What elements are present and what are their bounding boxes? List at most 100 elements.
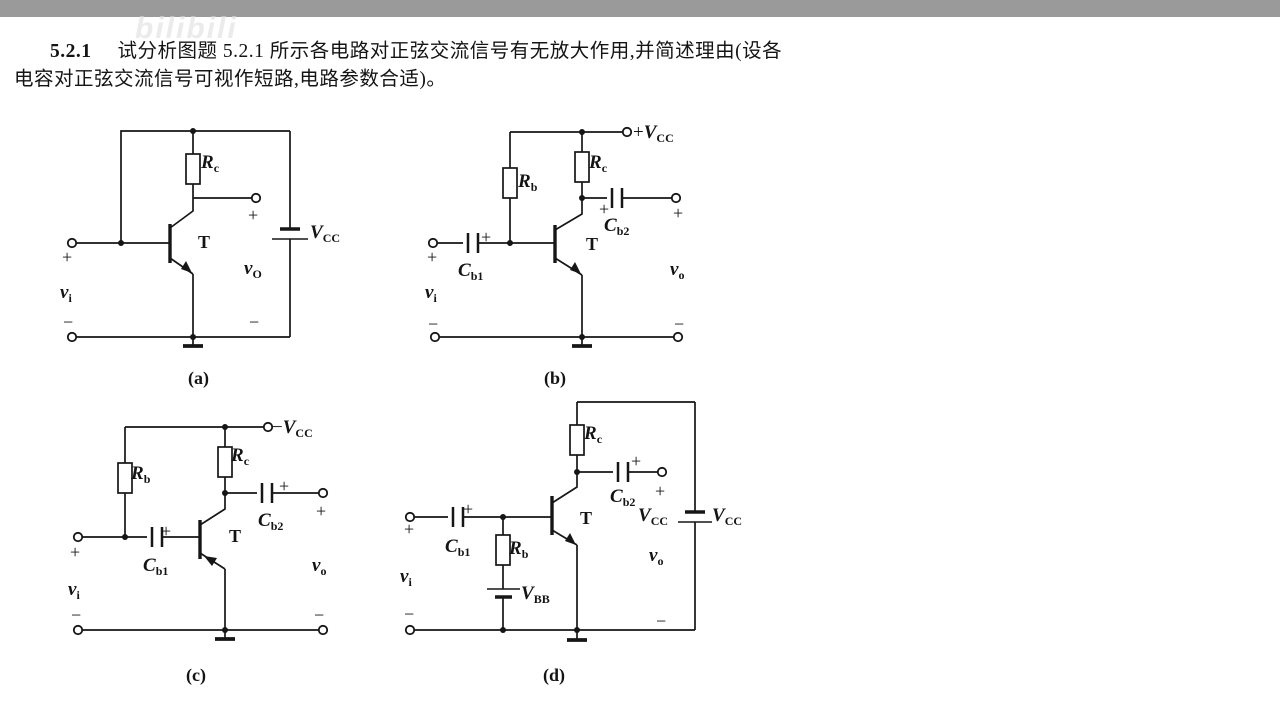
circuit-c-schematic xyxy=(72,421,329,641)
junction-dot xyxy=(122,534,128,540)
label-vo: vo xyxy=(670,259,685,282)
capacitor-cb2 xyxy=(260,483,274,503)
output-minus-sign: − xyxy=(249,312,260,332)
label-vi: vi xyxy=(60,282,72,305)
capacitor-cb1 xyxy=(150,527,164,547)
label-transistor-t: T xyxy=(580,508,593,528)
watermark: bilibili xyxy=(135,12,238,45)
input-terminal xyxy=(66,331,78,343)
label-vo: vO xyxy=(244,258,262,281)
label-plus-vcc: +VCC xyxy=(633,122,674,145)
label-transistor-t: T xyxy=(198,232,211,252)
npn-emitter-arrow-icon xyxy=(565,533,576,545)
input-terminal xyxy=(72,624,84,636)
video-letterbox-bar xyxy=(0,0,1280,17)
label-vcc-right: VCC xyxy=(712,505,743,528)
label-vi: vi xyxy=(68,579,80,602)
input-terminal xyxy=(404,511,416,523)
output-terminal xyxy=(670,192,682,204)
label-transistor-t: T xyxy=(229,526,242,546)
junction-dot xyxy=(574,469,580,475)
label-vi: vi xyxy=(425,282,437,305)
junction-dot xyxy=(500,514,506,520)
input-terminal xyxy=(427,237,439,249)
label-cb1: Cb1 xyxy=(458,260,484,283)
wires xyxy=(414,401,696,640)
caption-a: (a) xyxy=(188,368,209,388)
output-terminal xyxy=(656,466,668,478)
output-plus-sign: + xyxy=(673,203,684,223)
label-cb1: Cb1 xyxy=(143,555,169,578)
label-rc: Rc xyxy=(201,152,220,175)
circuit-a xyxy=(50,112,380,372)
label-vcc: VCC xyxy=(310,222,341,245)
capacitor-cb2 xyxy=(610,188,624,208)
input-plus-sign: + xyxy=(427,247,438,267)
wires xyxy=(437,131,674,346)
problem-number: 5.2.1 xyxy=(50,41,92,62)
input-terminal xyxy=(404,624,416,636)
label-vcc-left: VCC xyxy=(638,505,669,528)
circuit-d-schematic xyxy=(404,401,712,642)
input-terminal xyxy=(429,331,441,343)
junction-dot xyxy=(500,627,506,633)
label-cb1: Cb1 xyxy=(445,536,471,559)
cb1-plus-sign: + xyxy=(161,521,172,541)
output-minus-sign: − xyxy=(674,314,685,334)
junction-dot xyxy=(579,129,585,135)
label-rb: Rb xyxy=(518,171,538,194)
junction-dot xyxy=(190,334,196,340)
cb2-plus-sign: + xyxy=(599,199,610,219)
circuit-d xyxy=(395,395,770,660)
problem-statement-line2: 电容对正弦交流信号可视作短路,电路参数合适)。 xyxy=(14,62,446,91)
label-rc: Rc xyxy=(584,423,603,446)
label-transistor-t: T xyxy=(586,234,599,254)
resistor-rc xyxy=(185,153,201,185)
output-terminal xyxy=(317,624,329,636)
label-vo: vo xyxy=(312,555,327,578)
resistor-rb xyxy=(502,167,518,199)
input-minus-sign: − xyxy=(71,605,82,625)
junction-dot xyxy=(574,627,580,633)
capacitor-cb2 xyxy=(616,462,630,482)
caption-b: (b) xyxy=(544,368,566,388)
output-plus-sign: + xyxy=(655,481,666,501)
cb1-plus-sign: + xyxy=(463,499,474,519)
circuit-b xyxy=(410,112,710,372)
circuit-a-schematic xyxy=(66,128,308,348)
resistor-rc xyxy=(217,446,233,478)
circuit-c xyxy=(50,405,360,665)
problem-text-2: 电容对正弦交流信号可视作短路,电路参数合适)。 xyxy=(14,69,447,90)
junction-dot xyxy=(222,490,228,496)
label-rc: Rc xyxy=(231,445,250,468)
resistor-rc xyxy=(569,424,585,456)
output-plus-sign: + xyxy=(248,205,259,225)
junction-dot xyxy=(118,240,124,246)
vcc-terminal xyxy=(262,421,274,433)
junction-dot xyxy=(579,195,585,201)
cb2-plus-sign: + xyxy=(279,476,290,496)
label-minus-vcc: −VCC xyxy=(272,417,313,440)
caption-d: (d) xyxy=(543,665,565,685)
input-terminal xyxy=(72,531,84,543)
junction-dot xyxy=(190,128,196,134)
label-vi: vi xyxy=(400,566,412,589)
cb2-plus-sign: + xyxy=(631,451,642,471)
capacitor-cb1 xyxy=(451,507,465,527)
resistor-rb xyxy=(117,462,133,494)
input-minus-sign: − xyxy=(428,314,439,334)
junction-dot xyxy=(507,240,513,246)
npn-emitter-arrow-icon xyxy=(570,262,581,274)
output-minus-sign: − xyxy=(314,605,325,625)
junction-dot xyxy=(222,627,228,633)
label-cb2: Cb2 xyxy=(258,510,284,533)
output-terminal xyxy=(672,331,684,343)
input-plus-sign: + xyxy=(404,519,415,539)
npn-emitter-arrow-icon xyxy=(181,261,192,273)
input-terminal xyxy=(66,237,78,249)
circuit-b-schematic xyxy=(427,126,684,348)
resistor-rc xyxy=(574,151,590,183)
label-rb: Rb xyxy=(509,538,529,561)
output-terminal xyxy=(317,487,329,499)
